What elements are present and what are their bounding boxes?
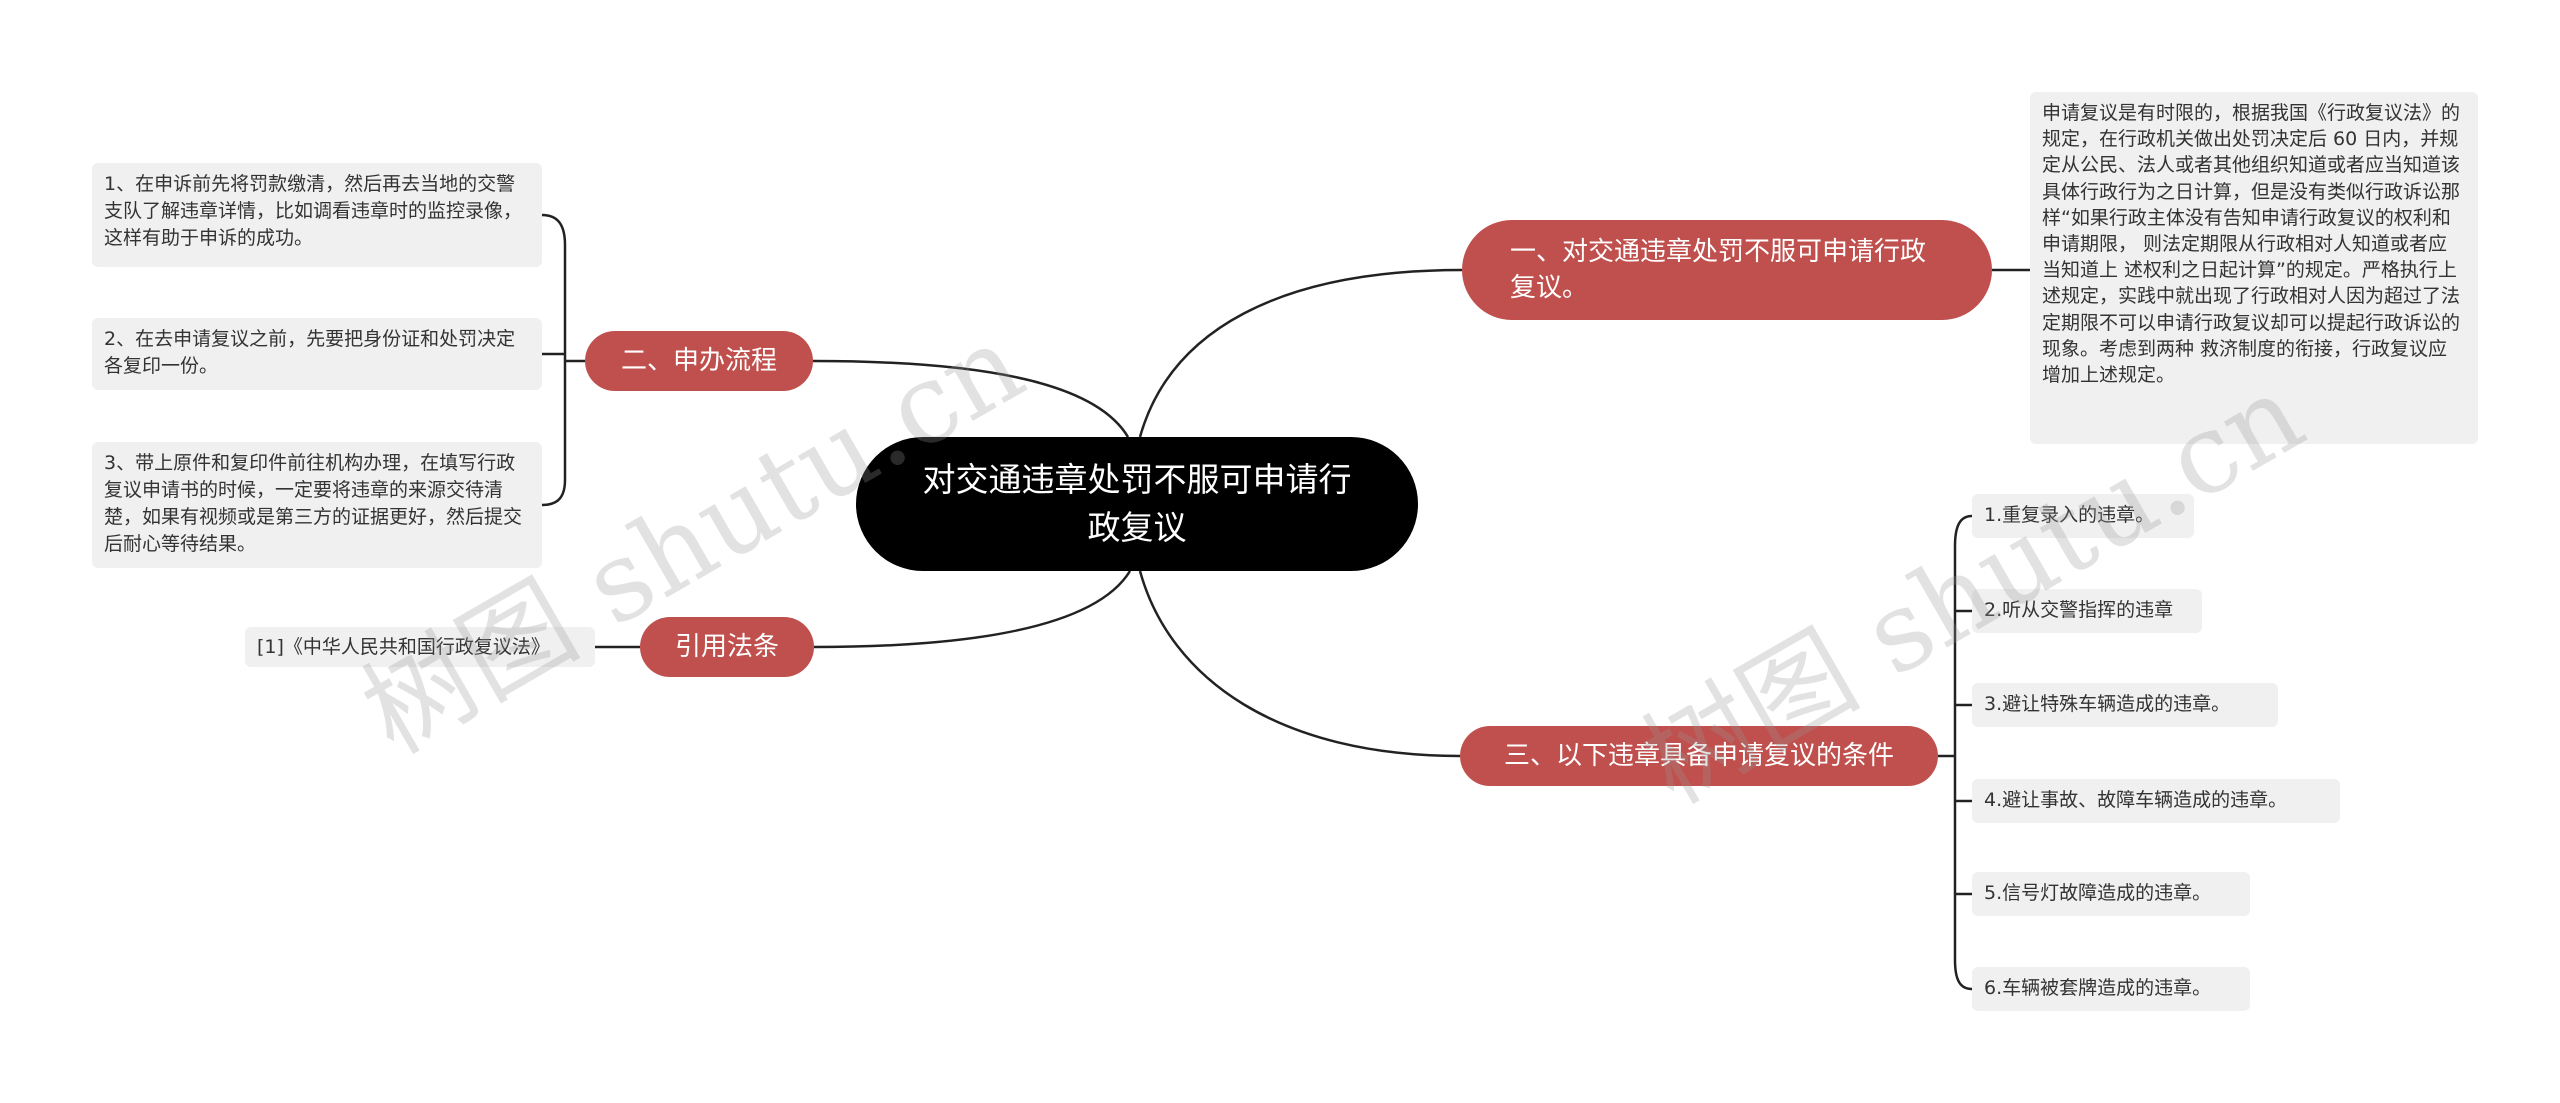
link-root-b1 bbox=[1138, 268, 1463, 438]
leaf-node-b4-4[interactable]: 4.避让事故、故障车辆造成的违章。 bbox=[1972, 779, 2340, 823]
branch-label-1: 一、对交通违章处罚不服可申请行政复议。 bbox=[1510, 237, 1927, 303]
leaf-node-b2-1[interactable]: 1、在申诉前先将罚款缴清，然后再去当地的交警支队了解违章详情，比如调看违章时的监… bbox=[92, 163, 542, 267]
branch-label-4: 三、以下违章具备申请复议的条件 bbox=[1503, 741, 1894, 771]
leaf-text-b4-2: 2.听从交警指挥的违章 bbox=[1984, 599, 2174, 621]
branch-node-1[interactable]: 一、对交通违章处罚不服可申请行政复议。 bbox=[1462, 220, 1992, 320]
leaf-text-b4-6: 6.车辆被套牌造成的违章。 bbox=[1984, 977, 2212, 999]
leaf-node-b4-5[interactable]: 5.信号灯故障造成的违章。 bbox=[1972, 872, 2250, 916]
root-node[interactable]: 对交通违章处罚不服可申请行政复议 bbox=[856, 437, 1418, 571]
leaf-node-b2-3[interactable]: 3、带上原件和复印件前往机构办理，在填写行政复议申请书的时候，一定要将违章的来源… bbox=[92, 442, 542, 568]
branch-node-2[interactable]: 二、申办流程 bbox=[585, 331, 813, 391]
branch-node-3[interactable]: 引用法条 bbox=[640, 617, 814, 677]
leaf-text-b3: [1]《中华人民共和国行政复议法》 bbox=[257, 636, 550, 658]
leaf-text-b4-3: 3.避让特殊车辆造成的违章。 bbox=[1984, 693, 2231, 715]
link-root-b3 bbox=[813, 570, 1132, 649]
leaf-node-b4-2[interactable]: 2.听从交警指挥的违章 bbox=[1972, 589, 2202, 633]
link-b4-bracket bbox=[1938, 514, 1973, 991]
leaf-node-b3[interactable]: [1]《中华人民共和国行政复议法》 bbox=[245, 627, 595, 667]
leaf-text-b1: 申请复议是有时限的，根据我国《行政复议法》的规定，在行政机关做出处罚决定后 60… bbox=[2042, 102, 2461, 387]
link-root-b2 bbox=[812, 359, 1130, 438]
link-root-b4 bbox=[1138, 570, 1461, 758]
leaf-text-b2-3: 3、带上原件和复印件前往机构办理，在填写行政复议申请书的时候，一定要将违章的来源… bbox=[104, 452, 523, 555]
leaf-node-b4-6[interactable]: 6.车辆被套牌造成的违章。 bbox=[1972, 967, 2250, 1011]
root-label: 对交通违章处罚不服可申请行政复议 bbox=[922, 460, 1352, 547]
leaf-node-b1[interactable]: 申请复议是有时限的，根据我国《行政复议法》的规定，在行政机关做出处罚决定后 60… bbox=[2030, 92, 2478, 444]
leaf-node-b2-2[interactable]: 2、在去申请复议之前，先要把身份证和处罚决定各复印一份。 bbox=[92, 318, 542, 390]
branch-label-3: 引用法条 bbox=[674, 632, 779, 662]
branch-node-4[interactable]: 三、以下违章具备申请复议的条件 bbox=[1460, 726, 1938, 786]
leaf-text-b4-4: 4.避让事故、故障车辆造成的违章。 bbox=[1984, 789, 2288, 811]
link-b2-bracket bbox=[541, 213, 585, 507]
leaf-node-b4-1[interactable]: 1.重复录入的违章。 bbox=[1972, 494, 2194, 538]
leaf-text-b2-1: 1、在申诉前先将罚款缴清，然后再去当地的交警支队了解违章详情，比如调看违章时的监… bbox=[104, 173, 523, 249]
branch-label-2: 二、申办流程 bbox=[620, 346, 777, 376]
leaf-text-b2-2: 2、在去申请复议之前，先要把身份证和处罚决定各复印一份。 bbox=[104, 328, 516, 377]
leaf-text-b4-5: 5.信号灯故障造成的违章。 bbox=[1984, 882, 2212, 904]
leaf-text-b4-1: 1.重复录入的违章。 bbox=[1984, 504, 2155, 526]
leaf-node-b4-3[interactable]: 3.避让特殊车辆造成的违章。 bbox=[1972, 683, 2278, 727]
